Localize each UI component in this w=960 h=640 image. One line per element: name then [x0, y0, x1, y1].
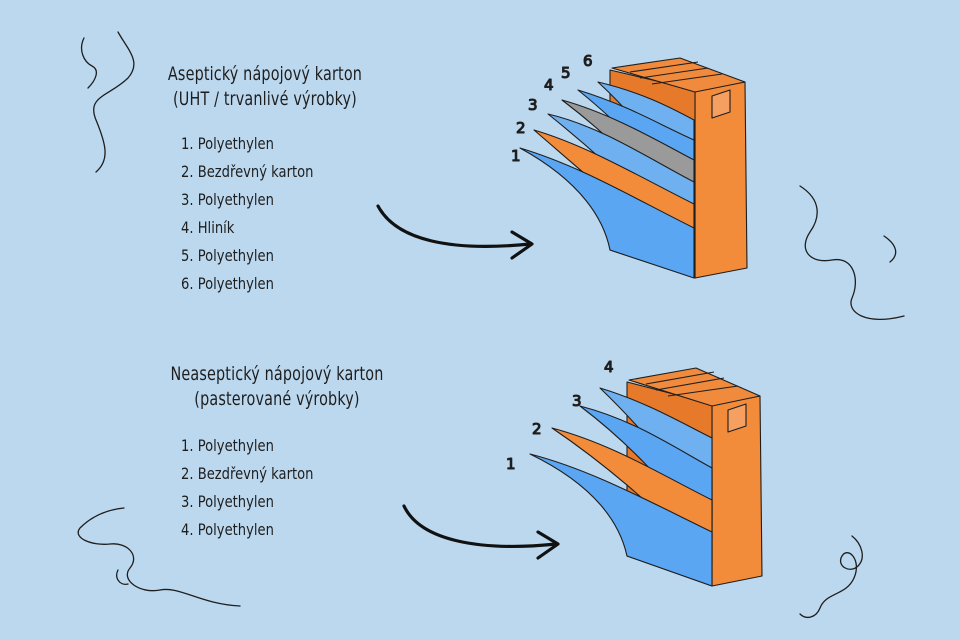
aseptic-box-top-fold: [629, 61, 723, 85]
nonaseptic-layer-number: 3: [572, 392, 582, 410]
nonaseptic-title-line2: (pasterované výrobky): [194, 388, 360, 410]
nonaseptic-box-top-fold: [645, 371, 739, 397]
list-item: 4. Polyethylen: [181, 520, 274, 539]
nonaseptic-layer-number: 4: [604, 358, 614, 376]
list-item: 2. Bezdřevný karton: [181, 162, 314, 181]
aseptic-layer-1: [519, 147, 695, 279]
nonaseptic-layer-number: 1: [506, 455, 516, 473]
list-item: 1. Polyethylen: [181, 436, 274, 455]
nonaseptic-layer-1: [529, 453, 713, 587]
list-item: 3. Polyethylen: [181, 492, 274, 511]
aseptic-panel: Aseptický nápojový karton (UHT / trvanli…: [131, 62, 400, 298]
aseptic-title: Aseptický nápojový karton (UHT / trvanli…: [131, 62, 400, 112]
aseptic-carton-diagram: 1 2 3 4 5 6: [510, 51, 748, 279]
list-item: 1. Polyethylen: [181, 134, 274, 153]
aseptic-layer-number: 2: [516, 119, 526, 137]
aseptic-layer-number: 4: [544, 76, 554, 94]
aseptic-title-line1: Aseptický nápojový karton: [167, 63, 363, 85]
arrow-bottom-right: [402, 504, 560, 560]
aseptic-layer-number: 3: [528, 96, 538, 114]
nonaseptic-title-line1: Neaseptický nápojový karton: [170, 363, 384, 385]
arrow-top-right: [376, 204, 534, 260]
list-item: 3. Polyethylen: [181, 190, 274, 209]
squiggle-bottom-right: [799, 535, 863, 619]
list-item: 2. Bezdřevný karton: [181, 464, 314, 483]
nonaseptic-carton-diagram: 1 2 3 4: [505, 357, 763, 587]
nonaseptic-panel: Neaseptický nápojový karton (pasterované…: [0, 320, 960, 640]
nonaseptic-box-top: [628, 367, 761, 407]
decorative-squiggles: [77, 31, 905, 619]
aseptic-box-top: [611, 57, 746, 93]
list-item: 6. Polyethylen: [181, 274, 274, 293]
squiggle-mid-right: [799, 185, 905, 321]
list-item: 5. Polyethylen: [181, 246, 274, 265]
nonaseptic-title: Neaseptický nápojový karton (pasterované…: [143, 362, 412, 412]
aseptic-layer-number: 6: [583, 52, 593, 70]
nonaseptic-layer-list: 1. Polyethylen 2. Bezdřevný karton 3. Po…: [181, 432, 313, 544]
aseptic-box-tab: [711, 89, 731, 119]
list-item: 4. Hliník: [181, 218, 235, 237]
aseptic-layer-list: 1. Polyethylen 2. Bezdřevný karton 3. Po…: [181, 130, 313, 298]
squiggle-top-left: [80, 31, 135, 173]
squiggle-bottom-left: [77, 507, 241, 607]
nonaseptic-layer-number: 2: [532, 420, 542, 438]
aseptic-layer-number: 5: [561, 64, 571, 82]
aseptic-layer-number: 1: [511, 147, 521, 165]
nonaseptic-box-tab: [727, 403, 747, 433]
aseptic-title-line2: (UHT / trvanlivé výrobky): [173, 88, 357, 110]
